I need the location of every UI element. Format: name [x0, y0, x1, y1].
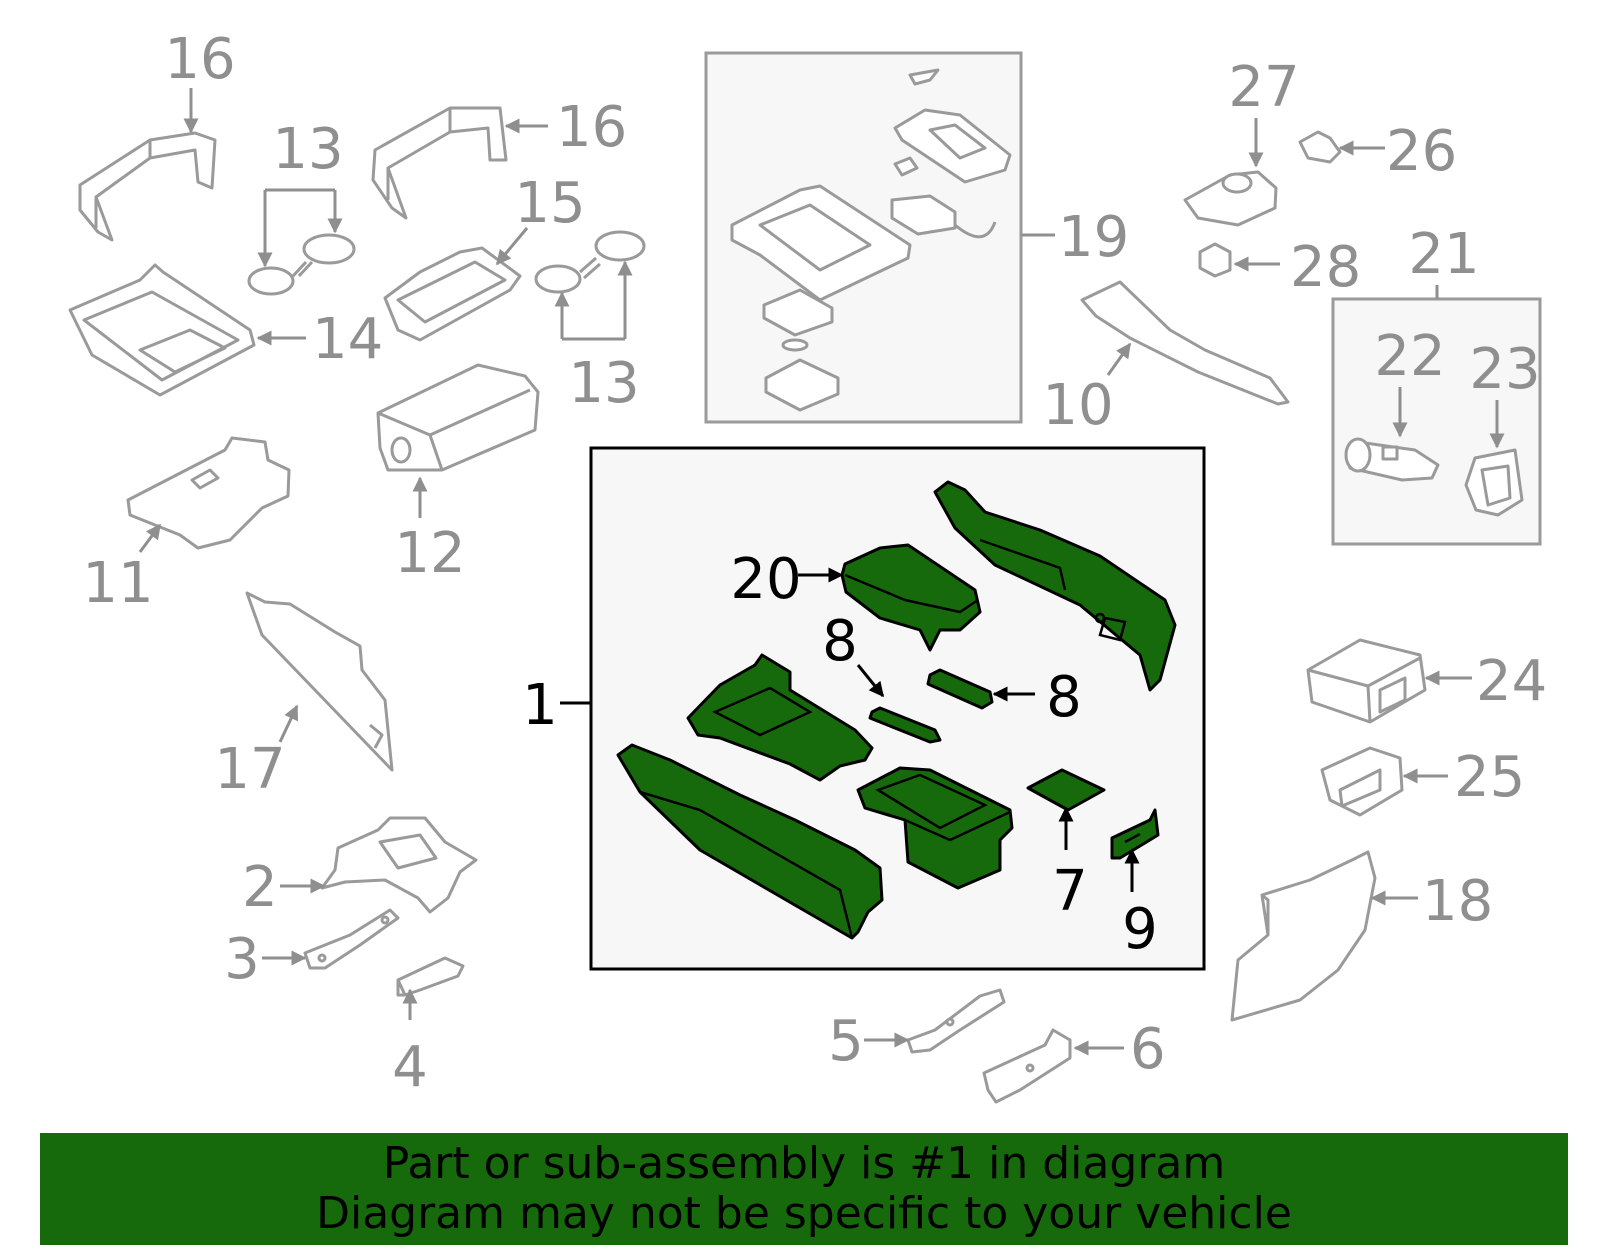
callout-19: 19: [1058, 205, 1129, 270]
callout-24: 24: [1476, 649, 1547, 714]
part-assembly-1-highlight: [616, 480, 1177, 940]
callout-22: 22: [1374, 324, 1445, 389]
part-console-bin: [856, 766, 1014, 890]
part-console-frame: [686, 653, 874, 782]
callout-28: 28: [1290, 235, 1361, 300]
callout-23: 23: [1469, 337, 1540, 402]
part-19-contents: [730, 68, 1012, 412]
part-22: [1344, 437, 1440, 482]
callout-6: 6: [1130, 1017, 1166, 1082]
part-8-lower: [868, 706, 942, 744]
callout-7: 7: [1052, 859, 1088, 924]
callout-8-upper: 8: [822, 609, 858, 674]
callout-labels: 16 16 13 15 14 13 12 11 17 2 3 4 5 6 18 …: [82, 27, 1547, 1100]
part-20: [840, 543, 982, 652]
callout-27: 27: [1228, 55, 1299, 120]
part-16-left: [78, 131, 217, 242]
part-27: [1183, 170, 1278, 227]
part-6: [982, 1028, 1072, 1104]
callout-8-right: 8: [1046, 665, 1082, 730]
part-13-left: [247, 233, 356, 296]
callout-16-right: 16: [556, 95, 627, 160]
callout-9: 9: [1122, 897, 1158, 962]
callout-3: 3: [224, 927, 260, 992]
part-console-rail-upper: [933, 480, 1177, 692]
callout-13-left: 13: [272, 117, 343, 182]
part-25: [1320, 746, 1404, 817]
callout-4: 4: [392, 1035, 428, 1100]
part-14: [68, 263, 256, 397]
callout-14: 14: [312, 307, 383, 372]
callout-18: 18: [1422, 869, 1493, 934]
callout-1[interactable]: 1: [522, 673, 558, 738]
callout-5: 5: [828, 1009, 864, 1074]
part-5: [906, 988, 1006, 1054]
part-13-right: [534, 230, 646, 294]
callout-2: 2: [242, 855, 278, 920]
part-2: [320, 816, 478, 914]
part-3: [303, 908, 400, 970]
part-console-rail-lower: [616, 743, 884, 940]
part-10: [1080, 280, 1290, 406]
leader-lines: [138, 88, 1505, 1056]
callout-11: 11: [82, 551, 153, 616]
callout-20: 20: [730, 547, 801, 612]
part-23: [1464, 448, 1524, 517]
callout-10: 10: [1042, 373, 1113, 438]
info-banner: Part or sub-assembly is #1 in diagram Di…: [40, 1133, 1568, 1245]
part-24: [1306, 638, 1427, 724]
part-16-right: [371, 106, 508, 220]
callout-16-left: 16: [164, 27, 235, 92]
part-26: [1298, 130, 1342, 164]
callout-13-right: 13: [568, 351, 639, 416]
callout-26: 26: [1386, 119, 1457, 184]
banner-line-1: Part or sub-assembly is #1 in diagram: [382, 1138, 1226, 1189]
callout-15: 15: [514, 171, 585, 236]
assembly-1-box: [589, 446, 1206, 971]
callout-21: 21: [1408, 222, 1479, 287]
callout-17: 17: [214, 737, 285, 802]
part-9: [1110, 808, 1160, 860]
callout-12: 12: [394, 521, 465, 586]
part-15: [383, 246, 522, 342]
part-4: [396, 956, 465, 997]
part-17: [245, 591, 394, 772]
banner-line-2: Diagram may not be specific to your vehi…: [316, 1188, 1292, 1239]
part-18: [1230, 850, 1377, 1022]
callout-25: 25: [1454, 745, 1525, 810]
part-11: [126, 436, 291, 550]
part-12: [376, 363, 540, 472]
part-7: [1026, 768, 1106, 812]
part-8-upper: [926, 668, 994, 710]
part-28: [1198, 242, 1232, 278]
